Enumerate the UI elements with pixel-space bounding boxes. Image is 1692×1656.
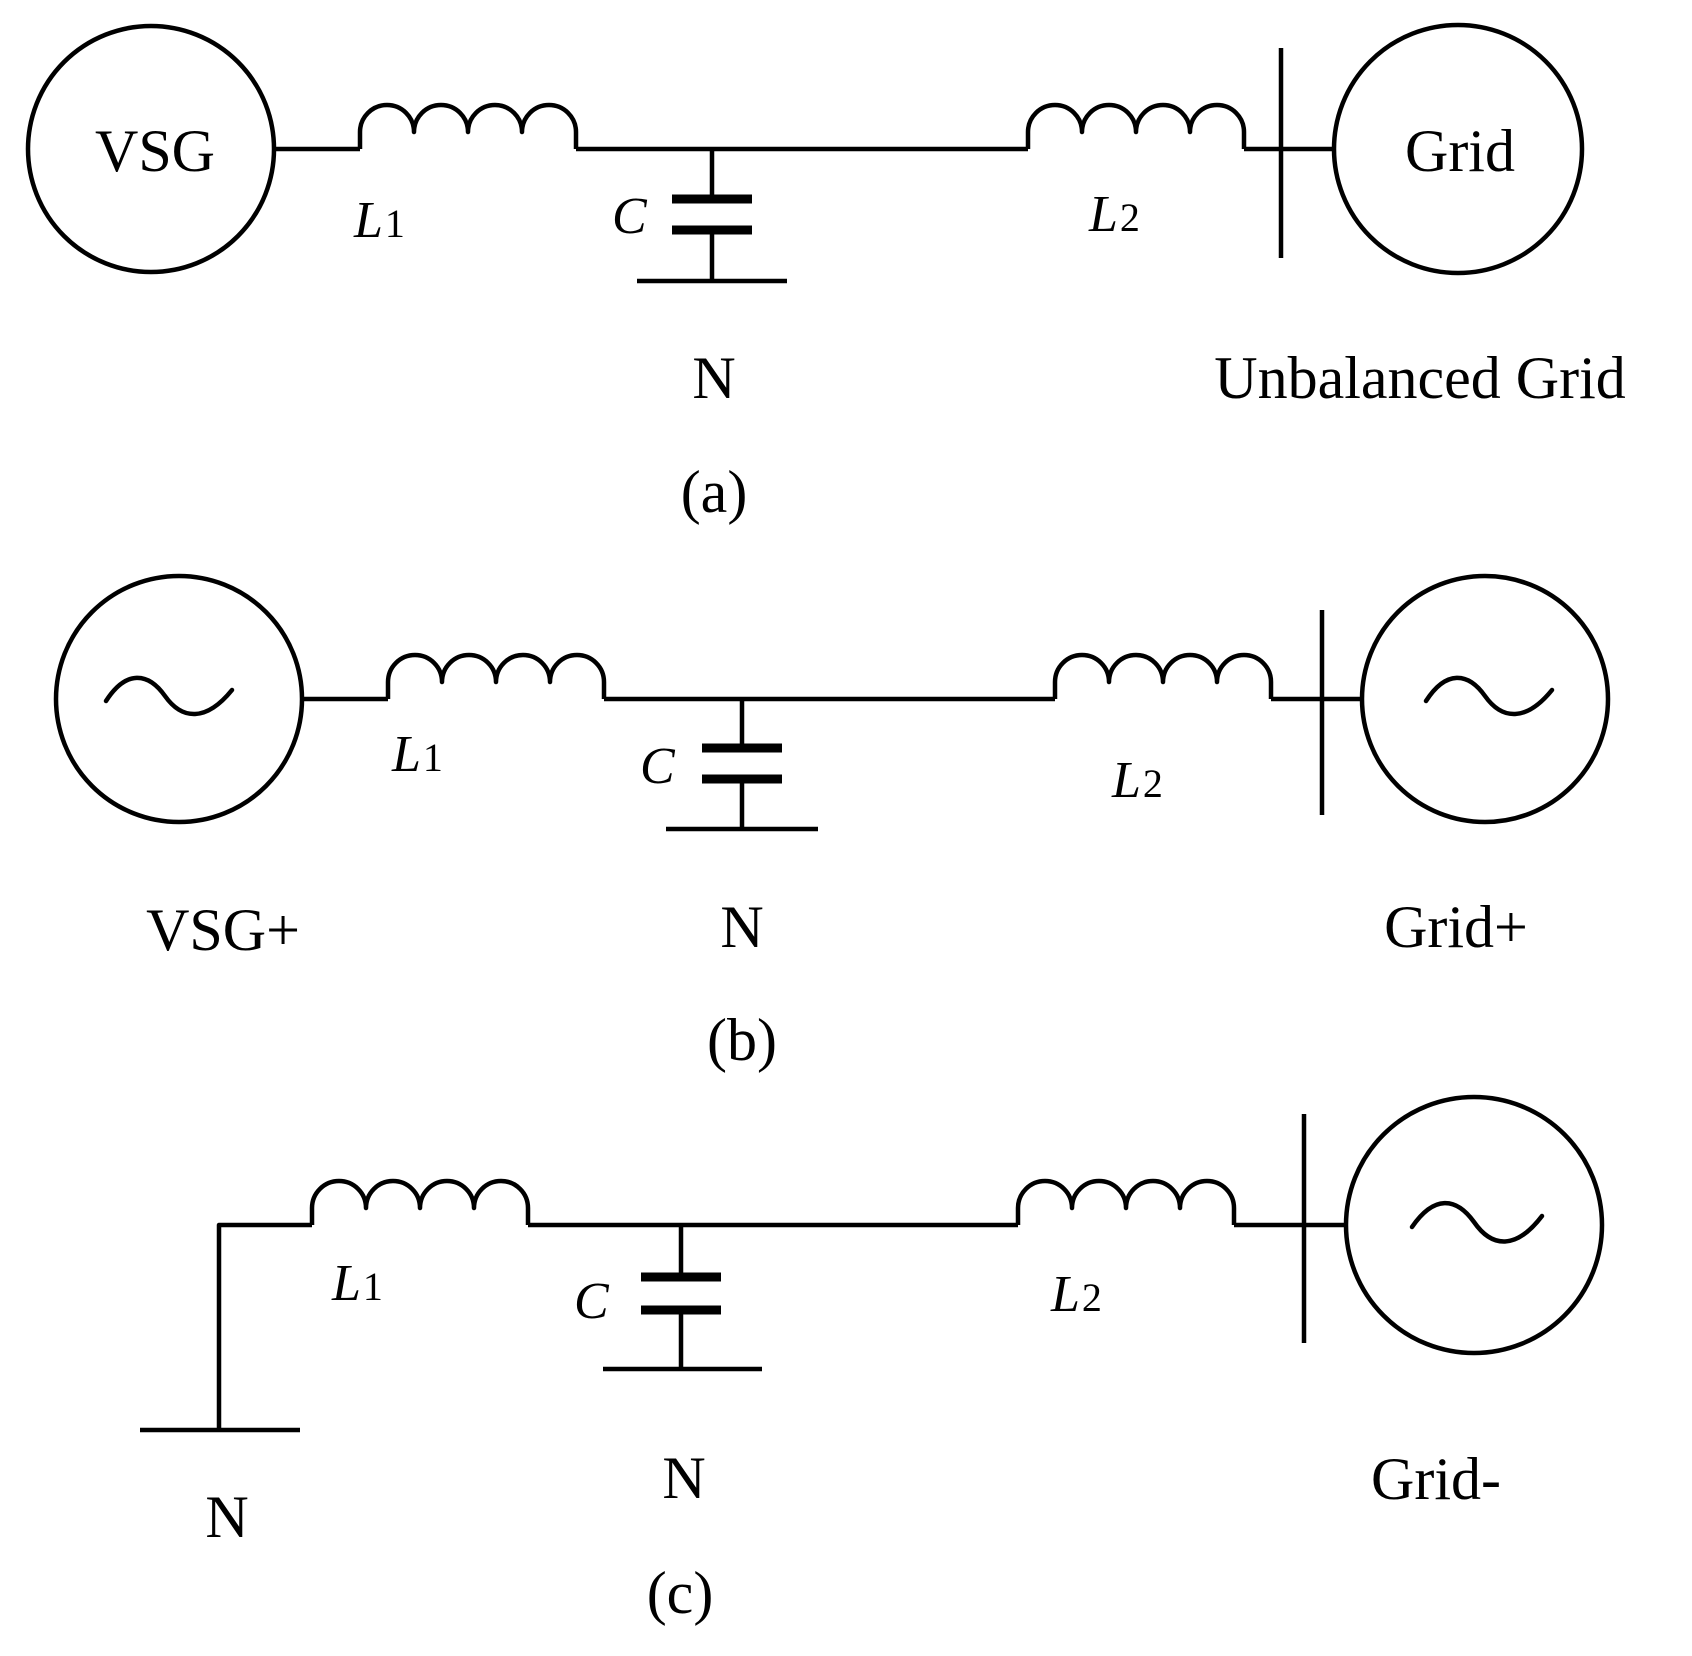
neutral-label: N	[662, 1445, 705, 1511]
inductor-l1-subscript: 1	[385, 201, 405, 246]
panel-b: L1 C L2 VSG+ N Grid+ (b)	[53, 573, 1611, 1073]
grid-label: Grid	[1405, 118, 1515, 184]
inductor-l1-symbol: L	[391, 726, 421, 783]
inductor-l2-label: L2	[1088, 186, 1140, 243]
vsg-label: VSG	[95, 118, 215, 184]
inductor-l1-label: L1	[331, 1255, 383, 1312]
wire-neutral-l1	[216, 1222, 312, 1430]
ac-source-icon	[103, 675, 235, 717]
panel-c: L1 C L2 N N Grid- (c)	[140, 1094, 1605, 1626]
inductor-l1-subscript: 1	[363, 1264, 383, 1309]
vsg-positive-source-circle	[53, 573, 305, 825]
inductor-l2	[1025, 102, 1247, 149]
inductor-l2-subscript: 2	[1143, 761, 1163, 806]
capacitor-label: C	[612, 188, 648, 245]
capacitor-label: C	[640, 738, 676, 795]
inductor-l1	[385, 652, 607, 699]
caption-b: (b)	[707, 1007, 777, 1073]
inductor-l2-subscript: 2	[1082, 1275, 1102, 1320]
grid-negative-source-circle	[1343, 1094, 1605, 1356]
inductor-l1	[357, 102, 579, 149]
neutral-label: N	[692, 345, 735, 411]
vsg-positive-label: VSG+	[146, 897, 300, 963]
inductor-l1	[309, 1178, 531, 1225]
inductor-l1-subscript: 1	[423, 735, 443, 780]
inductor-l1-symbol: L	[353, 192, 383, 249]
panel-a: VSG Grid L1 C L2 N Unbalanced Grid (a)	[25, 22, 1626, 525]
grid-positive-label: Grid+	[1384, 894, 1528, 960]
grid-negative-label: Grid-	[1371, 1446, 1501, 1512]
ac-source-icon	[1423, 675, 1555, 717]
grid-positive-source-circle	[1359, 573, 1611, 825]
inductor-l2-label: L2	[1050, 1266, 1102, 1323]
unbalanced-grid-label: Unbalanced Grid	[1214, 345, 1626, 411]
inductor-l1-symbol: L	[331, 1255, 361, 1312]
inductor-l2-symbol: L	[1088, 186, 1118, 243]
ac-source-icon	[1409, 1200, 1545, 1244]
inductor-l2-symbol: L	[1050, 1266, 1080, 1323]
inductor-l2-label: L2	[1111, 752, 1163, 809]
inductor-l1-label: L1	[391, 726, 443, 783]
capacitor-label: C	[574, 1273, 610, 1330]
caption-c: (c)	[647, 1560, 714, 1626]
inductor-l2-symbol: L	[1111, 752, 1141, 809]
inductor-l2	[1015, 1178, 1237, 1225]
neutral-label: N	[720, 894, 763, 960]
inductor-l2-subscript: 2	[1120, 195, 1140, 240]
caption-a: (a)	[681, 459, 748, 525]
grid-source-circle	[1331, 22, 1585, 276]
left-ground-label: N	[205, 1484, 248, 1550]
inductor-l2	[1052, 652, 1274, 699]
inductor-l1-label: L1	[353, 192, 405, 249]
